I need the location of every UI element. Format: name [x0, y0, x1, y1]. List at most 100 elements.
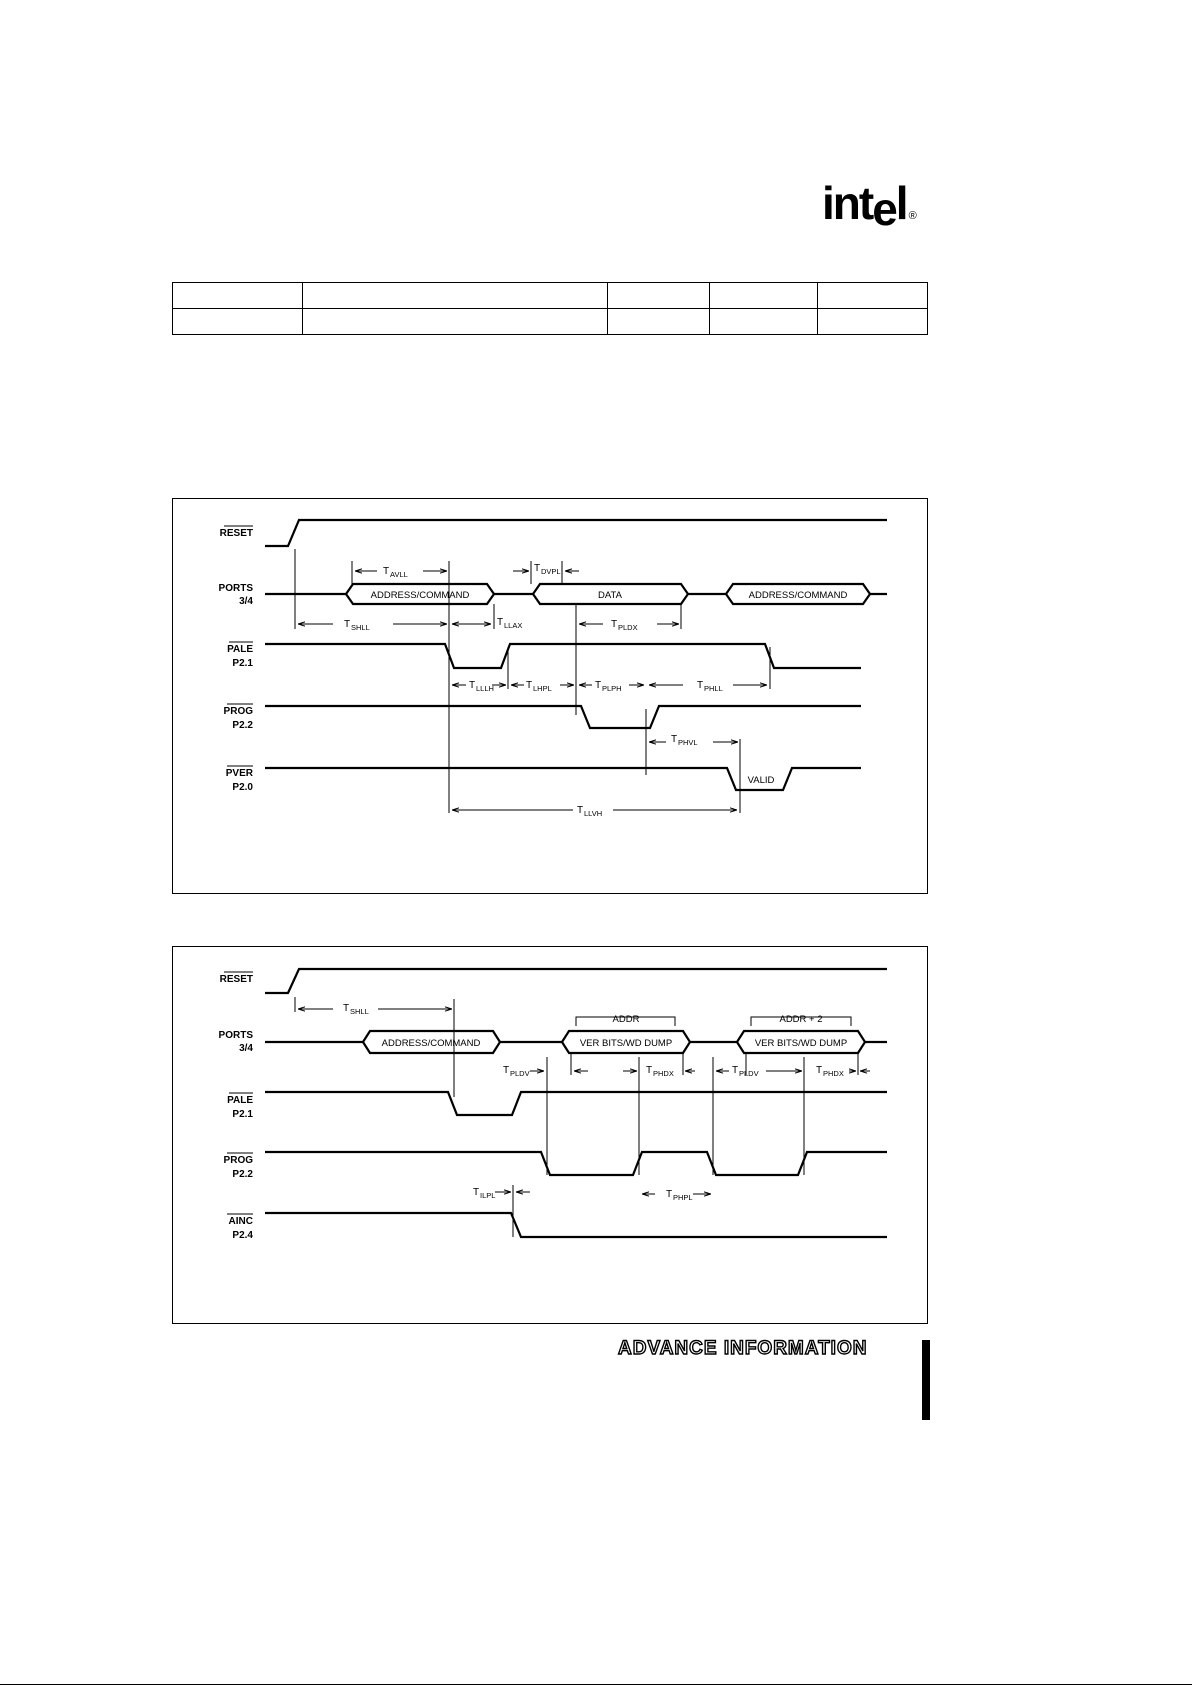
svg-text:P2.1: P2.1 [232, 658, 253, 669]
svg-text:PALE: PALE [227, 644, 253, 655]
timing-diagram-1: RESET PORTS 3/4 PALE P2.1 PROG P2.2 PVER… [172, 498, 928, 894]
parameter-table [172, 282, 928, 335]
signal-label-ports: PORTS 3/4 [219, 583, 254, 607]
table-row [172, 308, 928, 335]
reset-waveform [265, 967, 887, 995]
svg-text:LHPL: LHPL [533, 684, 552, 693]
svg-text:SHLL: SHLL [351, 623, 370, 632]
page-edge-bar [922, 1340, 930, 1420]
ainc-waveform [265, 1211, 887, 1239]
bus-label-ver-bits-2: VER BITS/WD DUMP [755, 1038, 847, 1049]
timing-diagram-1-svg: RESET PORTS 3/4 PALE P2.1 PROG P2.2 PVER… [219, 518, 887, 818]
prog-waveform [265, 1150, 887, 1177]
ports-waveform [265, 1029, 887, 1055]
prog-waveform [265, 704, 861, 730]
pale-waveform [265, 642, 861, 670]
svg-text:T: T [343, 1003, 349, 1014]
svg-text:T: T [732, 1065, 738, 1076]
intel-logo: intel® [822, 177, 917, 235]
svg-text:T: T [697, 680, 703, 691]
table-row [172, 282, 928, 309]
bus-label-valid: VALID [748, 775, 775, 786]
svg-text:P2.4: P2.4 [232, 1230, 253, 1241]
table-cell [301, 282, 609, 309]
svg-text:3/4: 3/4 [239, 1043, 253, 1054]
timing-diagram-2: RESET PORTS 3/4 PALE P2.1 PROG P2.2 AINC… [172, 946, 928, 1324]
table-cell [172, 282, 303, 309]
addr-label-1: ADDR [613, 1014, 640, 1025]
svg-text:3/4: 3/4 [239, 596, 253, 607]
bus-label-address-command: ADDRESS/COMMAND [371, 590, 470, 601]
svg-text:T: T [671, 734, 677, 745]
svg-text:T: T [383, 566, 389, 577]
signal-label-ainc: AINC P2.4 [227, 1213, 253, 1241]
svg-text:AINC: AINC [229, 1216, 253, 1227]
svg-text:T: T [577, 805, 583, 816]
signal-label-ports: PORTS 3/4 [219, 1030, 254, 1054]
svg-text:PHPL: PHPL [673, 1193, 693, 1202]
table-cell [172, 308, 303, 335]
bus-label-data: DATA [598, 590, 623, 601]
signal-label-pale: PALE P2.1 [227, 641, 253, 669]
table-cell [607, 282, 711, 309]
table-cell [607, 308, 711, 335]
svg-text:T: T [595, 680, 601, 691]
svg-text:LLLH: LLLH [476, 684, 494, 693]
svg-text:PALE: PALE [227, 1095, 253, 1106]
ports-waveform [265, 582, 887, 606]
addr-label-2: ADDR + 2 [779, 1014, 822, 1025]
svg-text:T: T [816, 1065, 822, 1076]
svg-text:T: T [473, 1187, 479, 1198]
reset-waveform [265, 518, 887, 548]
advance-information-label: ADVANCE INFORMATION [617, 1337, 868, 1359]
svg-text:SHLL: SHLL [350, 1007, 369, 1016]
svg-text:AVLL: AVLL [390, 570, 408, 579]
svg-text:PHDX: PHDX [823, 1069, 844, 1078]
svg-text:P2.1: P2.1 [232, 1109, 253, 1120]
bus-label-address-command: ADDRESS/COMMAND [382, 1038, 481, 1049]
svg-text:PLDX: PLDX [618, 623, 638, 632]
signal-label-pver: PVER P2.0 [226, 765, 254, 793]
svg-text:PROG: PROG [224, 706, 254, 717]
svg-text:P2.0: P2.0 [232, 782, 253, 793]
signal-label-prog: PROG P2.2 [224, 1152, 254, 1180]
svg-text:PHVL: PHVL [678, 738, 698, 747]
svg-text:PHLL: PHLL [704, 684, 723, 693]
svg-text:ILPL: ILPL [480, 1191, 495, 1200]
svg-text:PHDX: PHDX [653, 1069, 674, 1078]
bus-label-ver-bits-1: VER BITS/WD DUMP [580, 1038, 672, 1049]
svg-text:PROG: PROG [224, 1155, 254, 1166]
svg-text:PLPH: PLPH [602, 684, 622, 693]
svg-text:PLDV: PLDV [510, 1069, 530, 1078]
svg-text:T: T [497, 617, 503, 628]
signal-label-prog: PROG P2.2 [224, 703, 254, 731]
table-cell [817, 308, 928, 335]
svg-text:LLAX: LLAX [504, 621, 522, 630]
svg-text:T: T [344, 619, 350, 630]
svg-text:DVPL: DVPL [541, 567, 561, 576]
svg-text:PVER: PVER [226, 768, 254, 779]
table-cell [817, 282, 928, 309]
svg-text:P2.2: P2.2 [232, 720, 253, 731]
pale-waveform [265, 1090, 887, 1117]
table-cell [709, 282, 819, 309]
table-cell [301, 308, 609, 335]
pver-waveform [265, 766, 861, 792]
svg-text:T: T [534, 563, 540, 574]
svg-text:PORTS: PORTS [219, 1030, 254, 1041]
